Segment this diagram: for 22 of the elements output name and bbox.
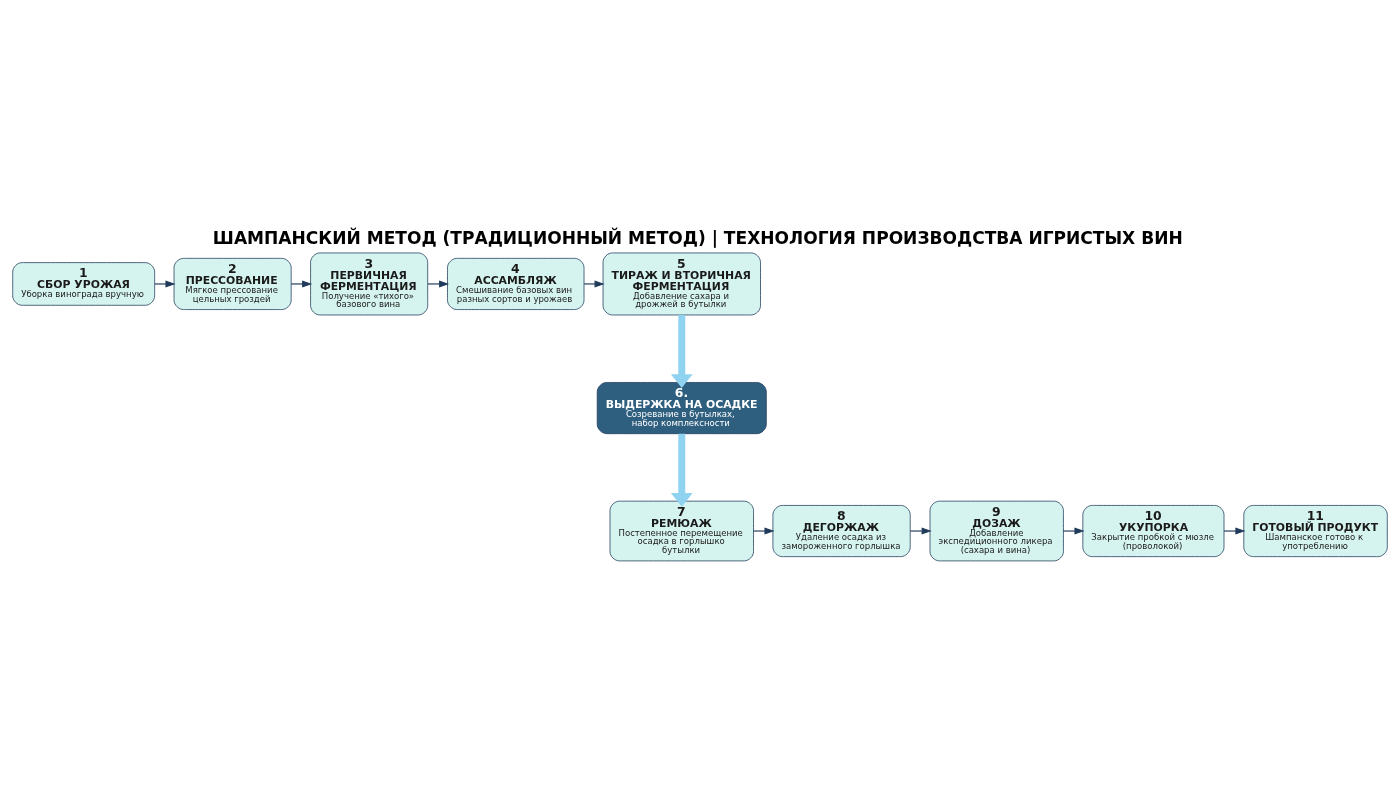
arrow [290, 279, 313, 287]
arrow [752, 527, 775, 535]
node-box: 3 ПЕРВИЧНАЯ ФЕРМЕНТАЦИЯ Получение «тихого» базового вина [310, 252, 429, 315]
arrow [1223, 527, 1246, 535]
arrow [583, 279, 605, 287]
node-box: 2 ПРЕССОВАНИЕ Мягкое прессование цельных гроздей [173, 257, 292, 310]
arrow [154, 279, 176, 287]
node-box: 4 АССАМБЛЯЖ Смешивание базовых вин разных сортов и урожаев [447, 257, 585, 310]
node-box: 6. ВЫДЕРЖКА НА ОСАДКЕ Созревание в бутылках, набор комплексности [596, 381, 767, 434]
arrow [909, 527, 932, 535]
arrow [427, 279, 450, 287]
arrow [670, 314, 693, 388]
diagram-title: ШАМПАНСКИЙ МЕТОД (ТРАДИЦИОННЫЙ МЕТОД) | ТЕХНОЛОГИЯ ПРОИЗВОДСТВА ИГРИСТЫХ ВИН [212, 227, 1183, 248]
arrow [1062, 527, 1085, 535]
arrow [670, 433, 693, 507]
node-box: 1 СБОР УРОЖАЯ Уборка винограда вручную [12, 261, 156, 306]
node-box: 9 ДОЗАЖ Добавление экспедиционного ликера (сахара и вина) [929, 500, 1064, 561]
node-box: 8 ДЕГОРЖАЖ Удаление осадка из замороженного горлышка [772, 504, 911, 557]
node-box: 5 ТИРАЖ И ВТОРИЧНАЯ ФЕРМЕНТАЦИЯ Добавление сахара и дрожжей в бутылки [602, 252, 761, 315]
node-box: 11 ГОТОВЫЙ ПРОДУКТ Шампанское готово к употреблению [1243, 504, 1388, 557]
node-box: 10 УКУПОРКА Закрытие пробкой с мюзле (проволокой) [1082, 504, 1225, 557]
node-box: 7 РЕМЮАЖ Постепенное перемещение осадка в горлышко бутылки [609, 500, 754, 561]
